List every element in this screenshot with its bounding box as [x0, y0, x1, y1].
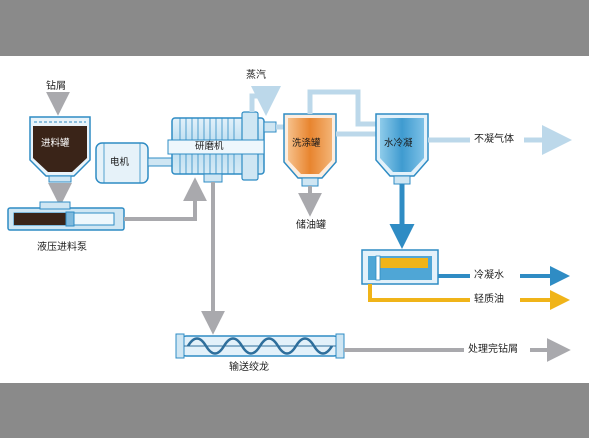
- label-drill-chips: 钻屑: [46, 81, 66, 92]
- label-grinder: 研磨机: [195, 141, 224, 152]
- label-hydraulic-feed-pump: 液压进料泵: [37, 242, 87, 253]
- water-condenser: [375, 113, 429, 185]
- label-noncondensable-gas: 不凝气体: [474, 134, 514, 145]
- label-water-condenser: 水冷凝: [384, 138, 413, 149]
- light-oil-line: [368, 284, 470, 302]
- steam-line: [249, 86, 281, 116]
- oil-water-separator: [361, 249, 439, 285]
- label-cooling-water: 冷凝水: [474, 270, 504, 281]
- label-screw-conveyor: 输送绞龙: [229, 362, 269, 373]
- label-processed-chips: 处理完钻屑: [468, 344, 518, 355]
- screw-conveyor: [175, 333, 345, 359]
- pump-to-grinder-line: [124, 177, 207, 221]
- label-light-oil: 轻质油: [474, 294, 504, 305]
- label-steam: 蒸汽: [246, 70, 266, 81]
- label-wash-tank: 洗涤罐: [292, 138, 321, 149]
- motor: [95, 142, 175, 184]
- feed-tank: [29, 116, 91, 183]
- wash-to-condenser-vapor-line: [307, 89, 378, 127]
- label-storage-tank: 储油罐: [296, 220, 326, 231]
- label-feed-tank: 进料罐: [41, 138, 70, 149]
- wash-tank: [283, 113, 337, 187]
- label-motor: 电机: [110, 157, 130, 168]
- hydraulic-feed-pump: [7, 201, 125, 231]
